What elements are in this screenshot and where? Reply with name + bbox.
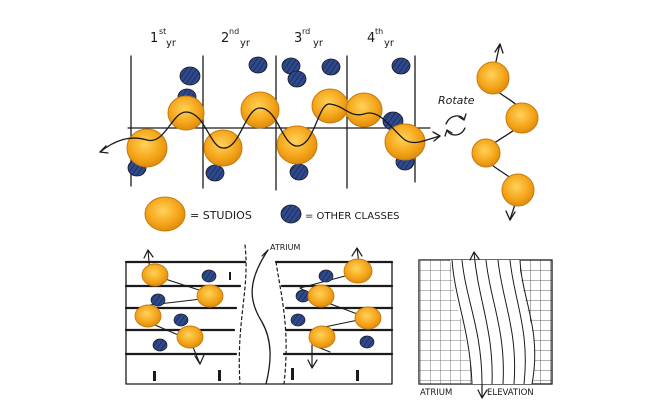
rotated-chain [471, 43, 539, 221]
studio-circle [276, 125, 318, 165]
other-class-circle [201, 269, 217, 283]
elevation-arrow-up [469, 251, 480, 261]
other-class-circle [318, 269, 334, 283]
year-num-1: 1 [150, 31, 158, 46]
rotated-arrow-bottom [505, 210, 516, 221]
wave-connector [99, 103, 441, 153]
left-arrow-up [143, 249, 154, 259]
section-other-classes [150, 269, 375, 352]
year-unit-3: yr [313, 38, 324, 49]
studio-circle [354, 306, 382, 330]
year-unit-4: yr [384, 38, 395, 49]
rotate-indicator: Rotate [438, 94, 475, 137]
legend-other-swatch [280, 204, 302, 224]
year-sup-2: nd [229, 27, 239, 36]
rotate-arrowhead-top [458, 113, 467, 121]
atrium-curve [251, 249, 271, 385]
year-label-2: 2 nd yr [221, 27, 251, 49]
studio-circle [176, 325, 204, 349]
other-class-circle [290, 313, 306, 327]
atrium-edge-left [238, 244, 247, 385]
year-unit-2: yr [240, 38, 251, 49]
elevation-flow-lines [451, 251, 536, 385]
year-label-4: 4 th yr [367, 27, 395, 49]
year-num-3: 3 [294, 31, 302, 46]
rotate-arrow-bottom [446, 127, 466, 136]
atrium-pointer [261, 249, 269, 257]
year-sup-3: rd [302, 27, 310, 36]
year-diagram: 1 st yr 2 nd yr 3 rd yr 4 th yr [99, 27, 441, 191]
atrium-elevation: ATRIUM ELEVATION [418, 251, 553, 399]
studio-circle [343, 258, 373, 284]
studio-circle [240, 91, 280, 129]
atrium-edge-right [275, 261, 287, 385]
year-dividers [130, 55, 416, 191]
studio-circle [141, 263, 169, 287]
floor-lines-right [274, 260, 394, 356]
rotate-label: Rotate [438, 94, 475, 107]
rotate-arrowhead-bottom [444, 129, 453, 137]
other-class-circle [173, 313, 189, 327]
legend-other-label: = OTHER CLASSES [305, 211, 400, 222]
studio-circle [384, 123, 426, 161]
person-figure [356, 370, 359, 381]
studio-circle [501, 173, 535, 207]
person-figure [291, 368, 294, 380]
studio-circle [471, 138, 501, 168]
section-diagram: ATRIUM [124, 243, 394, 385]
legend-studio-swatch [144, 196, 186, 232]
year-sup-4: th [375, 27, 383, 36]
rotate-arrow-top [445, 115, 465, 125]
person-figure [218, 370, 221, 381]
legend-studios-label: = STUDIOS [190, 209, 252, 222]
other-class-circle [179, 66, 201, 86]
studio-circle [476, 61, 510, 95]
studio-circle [345, 92, 383, 128]
right-arrow-up [351, 247, 363, 257]
rotated-arrow-top [494, 43, 504, 54]
other-class-circle [205, 164, 225, 182]
studio-circle [505, 102, 539, 134]
studio-circle [308, 325, 336, 349]
atrium-label: ATRIUM [270, 243, 301, 252]
year-sup-1: st [159, 27, 166, 36]
elevation-arrow-down [477, 383, 488, 399]
other-class-circle [152, 338, 168, 352]
year-label-3: 3 rd yr [294, 27, 324, 49]
wave-arrow-left [99, 145, 109, 154]
section-frame [125, 261, 393, 385]
year-label-1: 1 st yr [150, 27, 177, 49]
year-num-4: 4 [367, 31, 375, 46]
elevation-label-right: ELEVATION [487, 388, 534, 398]
other-class-circle [150, 293, 166, 307]
person-figure [153, 371, 156, 381]
human-figures [153, 272, 359, 381]
other-class-circle [321, 58, 341, 76]
other-class-circle [289, 163, 309, 181]
elevation-left-zone [419, 260, 472, 384]
other-class-circle [391, 57, 411, 75]
studio-circle [126, 128, 168, 168]
section-studios [134, 258, 382, 349]
studio-circle [311, 88, 349, 124]
legend: = STUDIOS = OTHER CLASSES [144, 196, 400, 232]
elevation-label-left: ATRIUM [420, 388, 452, 398]
other-class-circle [248, 56, 268, 74]
studio-circle [307, 284, 335, 308]
right-arrow-down [307, 344, 318, 369]
person-figure [229, 272, 231, 280]
studio-circle [134, 304, 162, 328]
other-class-circle [287, 70, 307, 88]
wave-arrow-right [432, 131, 441, 142]
left-arrow-down [194, 354, 205, 365]
other-class-circle [359, 335, 375, 349]
studio-circle [167, 95, 205, 131]
year-unit-1: yr [166, 38, 177, 49]
year-num-2: 2 [221, 31, 229, 46]
atrium-band [450, 260, 535, 384]
studio-circle [196, 284, 224, 308]
